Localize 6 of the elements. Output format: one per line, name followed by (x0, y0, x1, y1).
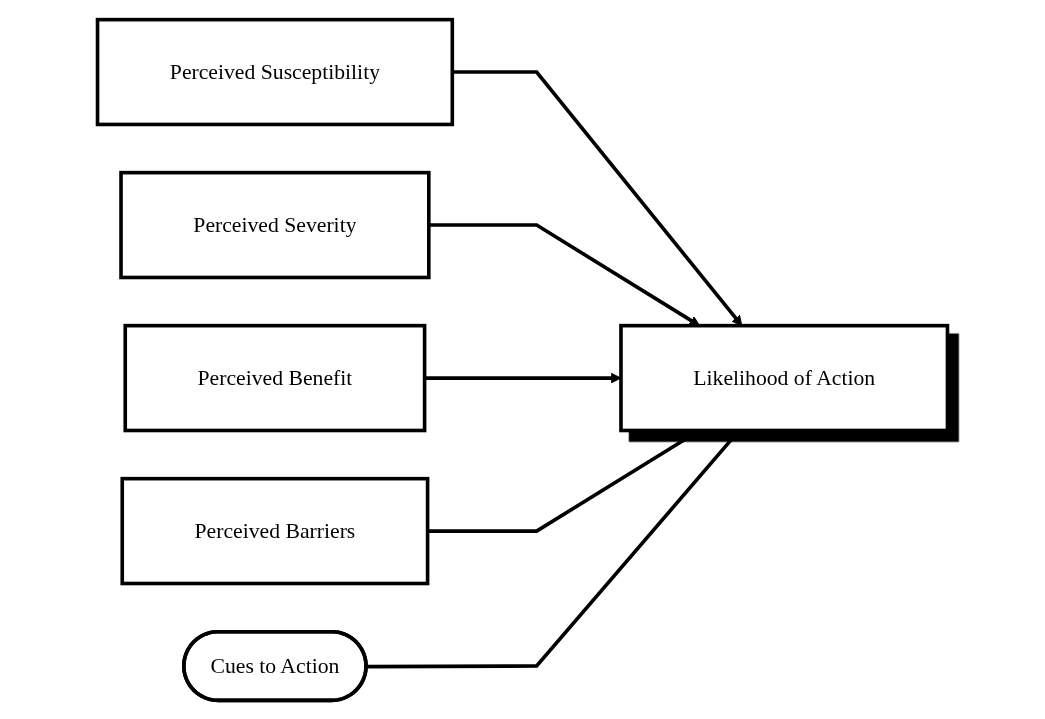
node-box: Perceived Benefit (123, 323, 427, 432)
arrow (366, 429, 740, 668)
node-box: Perceived Susceptibility (95, 17, 455, 126)
node-box: Perceived Severity (119, 170, 431, 279)
node-box: Perceived Barriers (120, 476, 430, 585)
node-box: Likelihood of Action (619, 323, 950, 432)
